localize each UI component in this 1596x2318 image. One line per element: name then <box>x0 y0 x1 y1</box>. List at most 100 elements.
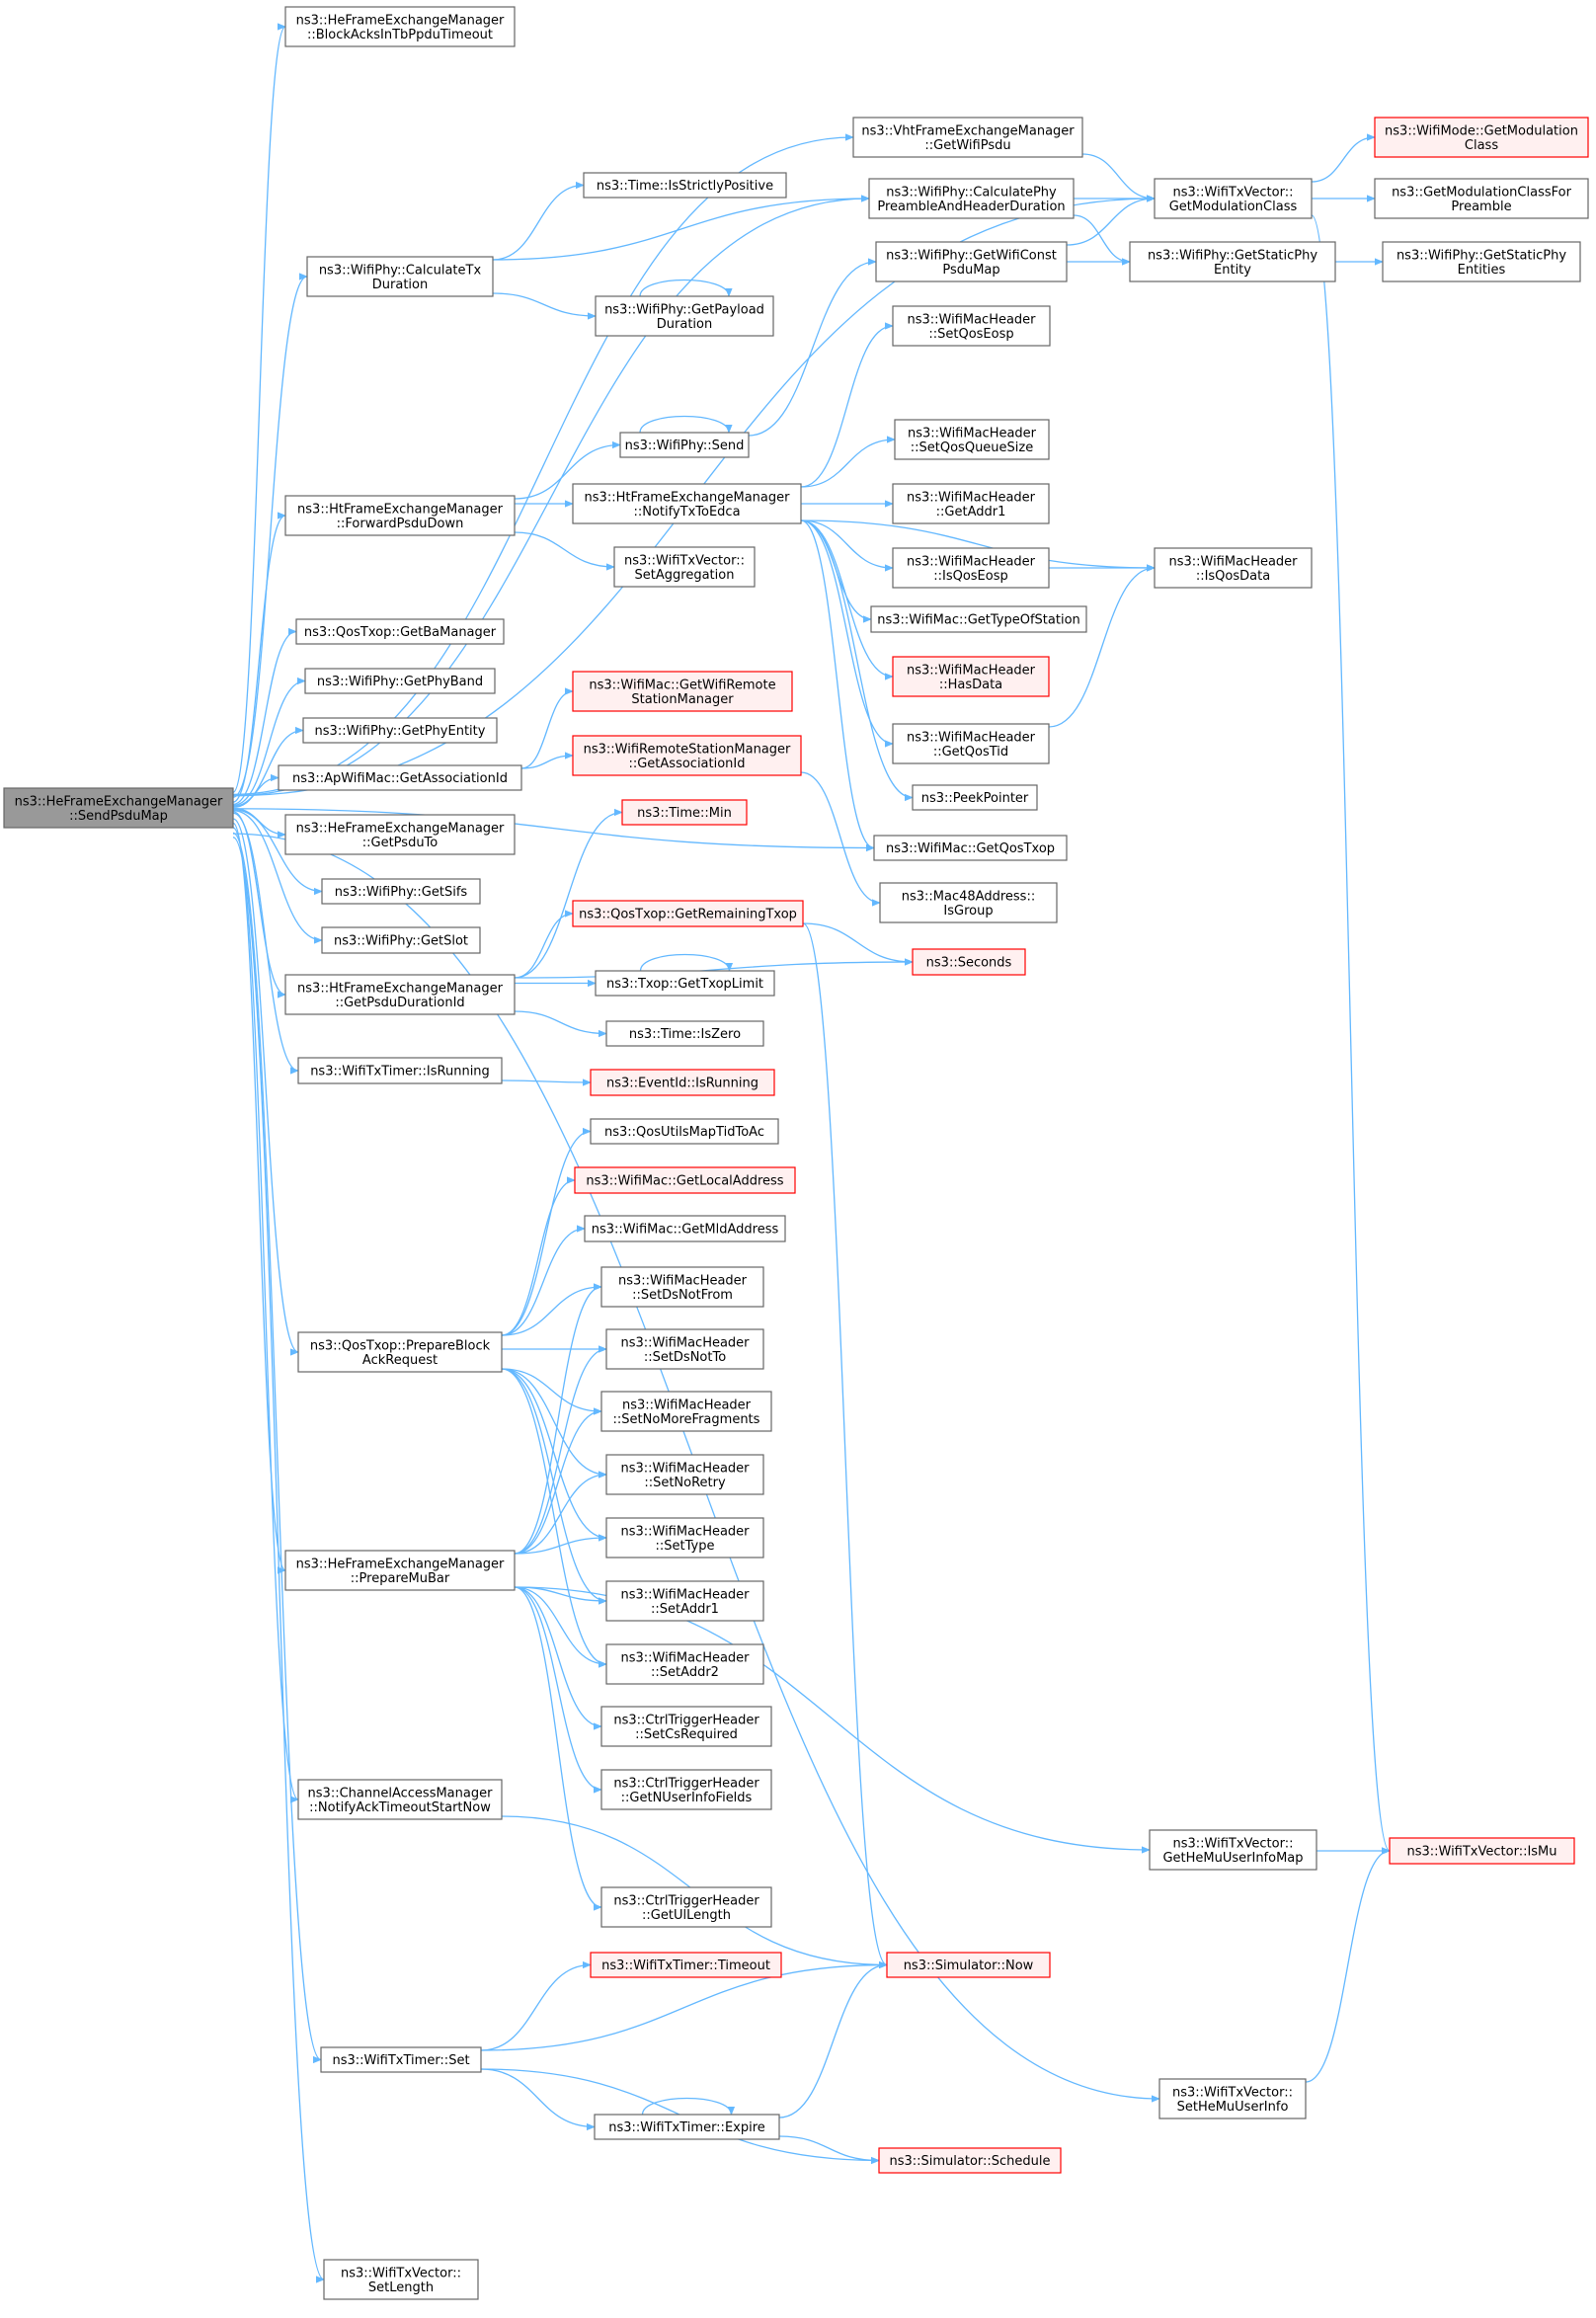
edge-prepareBlockAckRequest-to-setAddr1 <box>501 1368 607 1605</box>
node-eventIdIsRunning[interactable]: ns3::EventId::IsRunning <box>590 1069 775 1096</box>
node-getTypeOfStation[interactable]: ns3::WifiMac::GetTypeOfStation <box>870 605 1087 633</box>
node-forwardPsduDown[interactable]: ns3::HtFrameExchangeManager::ForwardPsdu… <box>284 495 516 536</box>
node-txTimerExpire[interactable]: ns3::WifiTxTimer::Expire <box>594 2114 780 2140</box>
node-isQosData[interactable]: ns3::WifiMacHeader::IsQosData <box>1154 547 1313 589</box>
node-label-line: ns3::WifiTxVector:: <box>341 2266 461 2280</box>
edge-notifyTxToEdca-to-peekPointer <box>800 520 914 802</box>
node-getSlot[interactable]: ns3::WifiPhy::GetSlot <box>321 926 481 954</box>
edge-prepareMuBar-to-setDsNotTo <box>514 1345 607 1555</box>
node-box <box>304 668 496 694</box>
node-simulatorNow[interactable]: ns3::Simulator::Now <box>886 1952 1051 1978</box>
node-getPsduDurationId[interactable]: ns3::HtFrameExchangeManager::GetPsduDura… <box>284 974 516 1015</box>
node-calcPhyPreamble[interactable]: ns3::WifiPhy::CalculatePhyPreambleAndHea… <box>868 178 1075 219</box>
edge-txTimerExpire-to-simulatorSchedule <box>778 2135 880 2165</box>
node-box <box>321 926 481 954</box>
node-wrsmGetAssociationId[interactable]: ns3::WifiRemoteStationManager::GetAssoci… <box>572 735 802 776</box>
node-qosUtilsMapTidToAc[interactable]: ns3::QosUtilsMapTidToAc <box>590 1118 779 1145</box>
node-wifiModeGetModClass[interactable]: ns3::WifiMode::GetModulationClass <box>1374 117 1589 158</box>
node-getTxopLimit[interactable]: ns3::Txop::GetTxopLimit <box>595 970 775 997</box>
node-setAggregation[interactable]: ns3::WifiTxVector::SetAggregation <box>613 546 756 588</box>
node-setCsRequired[interactable]: ns3::CtrlTriggerHeader::SetCsRequired <box>600 1706 772 1747</box>
node-label-line: ns3::WifiMacHeader <box>907 663 1036 678</box>
node-getUlLength[interactable]: ns3::CtrlTriggerHeader::GetUlLength <box>600 1886 772 1928</box>
node-label-line: SetLength <box>368 2280 434 2295</box>
node-txTimerSet[interactable]: ns3::WifiTxTimer::Set <box>320 2046 482 2073</box>
node-label-line: ns3::WifiPhy::CalculatePhy <box>886 185 1057 200</box>
node-notifyAckTimeoutStartNow[interactable]: ns3::ChannelAccessManager::NotifyAckTime… <box>297 1779 503 1820</box>
node-box <box>605 1517 764 1559</box>
node-getAddr1[interactable]: ns3::WifiMacHeader::GetAddr1 <box>892 483 1050 524</box>
node-box <box>868 178 1075 219</box>
edge-prepareBlockAckRequest-to-getMldAddress <box>501 1225 586 1336</box>
node-box <box>879 882 1058 923</box>
node-isQosEosp[interactable]: ns3::WifiMacHeader::IsQosEosp <box>892 547 1050 589</box>
node-timeMin[interactable]: ns3::Time::Min <box>621 799 748 826</box>
node-getQosTid[interactable]: ns3::WifiMacHeader::GetQosTid <box>892 723 1050 764</box>
node-apGetAssociationId[interactable]: ns3::ApWifiMac::GetAssociationId <box>278 764 522 791</box>
edge-txTimerSet-to-simulatorNow <box>480 1960 888 2051</box>
node-txTimerTimeout[interactable]: ns3::WifiTxTimer::Timeout <box>590 1952 782 1978</box>
node-blockAcks[interactable]: ns3::HeFrameExchangeManager::BlockAcksIn… <box>284 6 516 47</box>
node-label-line: ns3::Seconds <box>926 956 1012 971</box>
node-getPhyEntity[interactable]: ns3::WifiPhy::GetPhyEntity <box>302 717 498 744</box>
node-setNoRetry[interactable]: ns3::WifiMacHeader::SetNoRetry <box>605 1454 764 1495</box>
node-txvIsMu[interactable]: ns3::WifiTxVector::IsMu <box>1389 1837 1575 1865</box>
node-seconds[interactable]: ns3::Seconds <box>912 948 1026 976</box>
node-box <box>572 900 804 927</box>
node-setQosEosp[interactable]: ns3::WifiMacHeader::SetQosEosp <box>892 305 1051 347</box>
node-getQosTxop[interactable]: ns3::WifiMac::GetQosTxop <box>873 835 1068 861</box>
node-timeIsStrictlyPositive[interactable]: ns3::Time::IsStrictlyPositive <box>583 172 787 199</box>
node-getRemainingTxop[interactable]: ns3::QosTxop::GetRemainingTxop <box>572 900 804 927</box>
node-getPsduTo[interactable]: ns3::HeFrameExchangeManager::GetPsduTo <box>284 814 516 855</box>
node-prepareMuBar[interactable]: ns3::HeFrameExchangeManager::PrepareMuBa… <box>284 1550 516 1591</box>
node-box <box>892 547 1050 589</box>
node-wifiPhySend[interactable]: ns3::WifiPhy::Send <box>619 432 750 458</box>
node-txTimerIsRunning[interactable]: ns3::WifiTxTimer::IsRunning <box>297 1057 503 1084</box>
node-getPhyBand[interactable]: ns3::WifiPhy::GetPhyBand <box>304 668 496 694</box>
node-box <box>297 1057 503 1084</box>
node-getBaManager[interactable]: ns3::QosTxop::GetBaManager <box>295 618 505 645</box>
node-label-line: ns3::WifiMacHeader <box>908 426 1037 440</box>
node-setLength[interactable]: ns3::WifiTxVector::SetLength <box>323 2259 479 2300</box>
node-getNUserInfoFields[interactable]: ns3::CtrlTriggerHeader::GetNUserInfoFiel… <box>600 1769 772 1810</box>
node-setAddr2[interactable]: ns3::WifiMacHeader::SetAddr2 <box>605 1643 764 1685</box>
node-label-line: Duration <box>372 278 428 292</box>
edge-root-to-forwardPsduDown <box>232 512 286 803</box>
node-setType[interactable]: ns3::WifiMacHeader::SetType <box>605 1517 764 1559</box>
node-txvGetModClass[interactable]: ns3::WifiTxVector::GetModulationClass <box>1154 178 1313 219</box>
node-notifyTxToEdca[interactable]: ns3::HtFrameExchangeManager::NotifyTxToE… <box>572 483 802 524</box>
node-timeIsZero[interactable]: ns3::Time::IsZero <box>605 1020 764 1047</box>
node-label-line: Entity <box>1214 263 1251 278</box>
node-setNoMoreFragments[interactable]: ns3::WifiMacHeader::SetNoMoreFragments <box>600 1391 772 1432</box>
node-label-line: ::ForwardPsduDown <box>337 517 464 531</box>
node-getHeMuUserInfoMap[interactable]: ns3::WifiTxVector::GetHeMuUserInfoMap <box>1149 1829 1317 1871</box>
node-vhtGetWifiPsdu[interactable]: ns3::VhtFrameExchangeManager::GetWifiPsd… <box>852 117 1083 158</box>
node-box <box>605 1580 764 1622</box>
node-setDsNotTo[interactable]: ns3::WifiMacHeader::SetDsNotTo <box>605 1328 764 1370</box>
node-box <box>3 787 234 829</box>
node-label-line: ::HasData <box>939 678 1002 692</box>
node-mac48IsGroup[interactable]: ns3::Mac48Address::IsGroup <box>879 882 1058 923</box>
node-setHeMuUserInfo[interactable]: ns3::WifiTxVector::SetHeMuUserInfo <box>1158 2078 1307 2119</box>
node-root[interactable]: ns3::HeFrameExchangeManager::SendPsduMap <box>3 787 234 829</box>
node-setAddr1[interactable]: ns3::WifiMacHeader::SetAddr1 <box>605 1580 764 1622</box>
node-setDsNotFrom[interactable]: ns3::WifiMacHeader::SetDsNotFrom <box>600 1266 764 1308</box>
edge-txTimerExpire-to-txTimerExpire <box>641 2097 736 2116</box>
edge-txTimerSet-to-txTimerTimeout <box>480 1960 592 2051</box>
node-simulatorSchedule[interactable]: ns3::Simulator::Schedule <box>878 2147 1062 2174</box>
node-setQosQueueSize[interactable]: ns3::WifiMacHeader::SetQosQueueSize <box>894 419 1050 460</box>
node-getSifs[interactable]: ns3::WifiPhy::GetSifs <box>321 878 481 905</box>
node-getMldAddress[interactable]: ns3::WifiMac::GetMldAddress <box>584 1215 786 1242</box>
node-getLocalAddress[interactable]: ns3::WifiMac::GetLocalAddress <box>574 1166 796 1194</box>
node-hasData[interactable]: ns3::WifiMacHeader::HasData <box>892 656 1050 697</box>
node-peekPointer[interactable]: ns3::PeekPointer <box>912 784 1038 811</box>
node-box <box>590 1118 779 1145</box>
node-getWifiRemoteStationManager[interactable]: ns3::WifiMac::GetWifiRemoteStationManage… <box>572 671 793 712</box>
